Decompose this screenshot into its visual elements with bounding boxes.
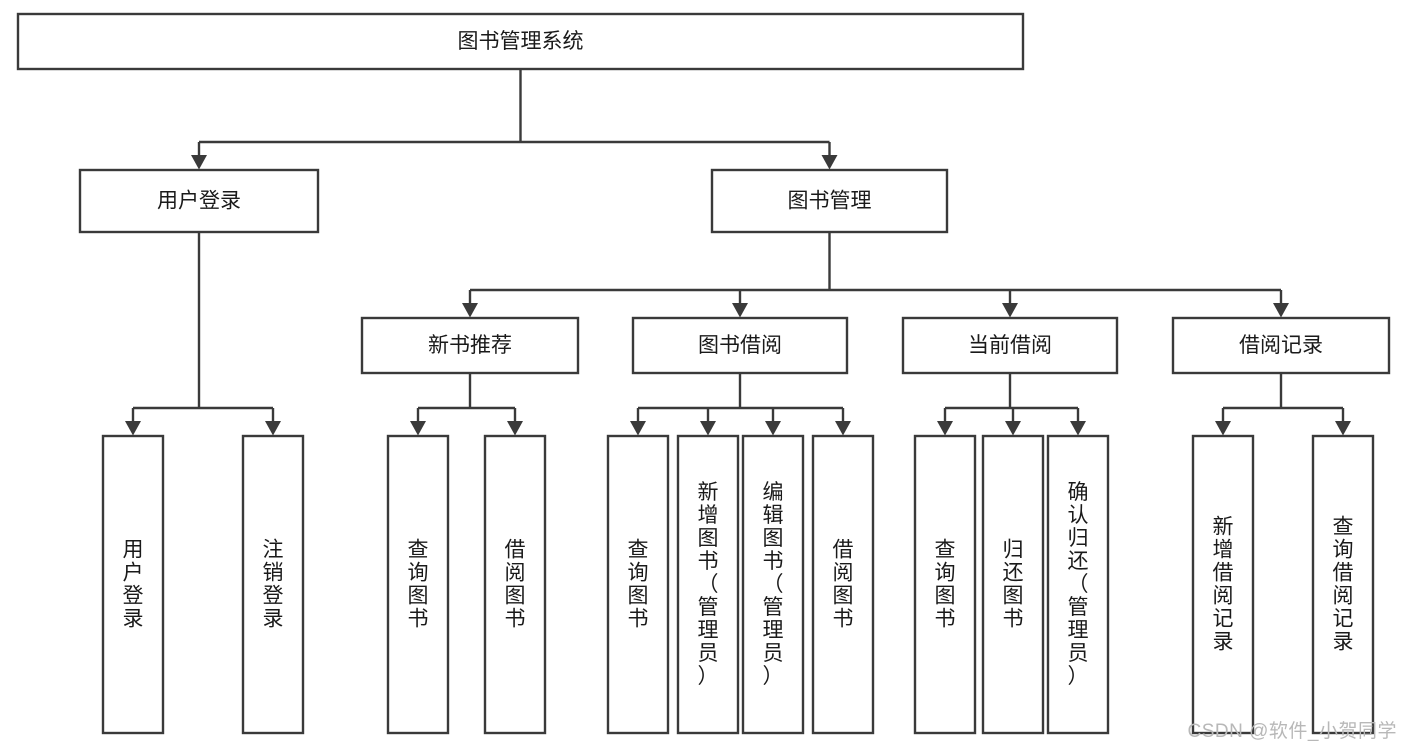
node-leaf-user-login[interactable]: 用户登录: [101, 434, 165, 735]
arrow-head-icon: [410, 421, 426, 436]
nodes-layer: 图书管理系统用户登录图书管理新书推荐图书借阅当前借阅借阅记录用户登录注销登录查询…: [16, 12, 1391, 735]
node-leaf-borrow-book-1[interactable]: 借阅图书: [483, 434, 547, 735]
node-box-leaf-confirm-ret: [1046, 434, 1110, 735]
node-leaf-add-book[interactable]: 新增图书（管理员）: [676, 434, 740, 735]
node-label-leaf-user-login: 用户登录: [123, 538, 144, 630]
node-label-new-book-rec: 新书推荐: [428, 334, 512, 357]
edge-group-book-manage: [462, 232, 1289, 318]
node-box-leaf-borrow-book-1: [483, 434, 547, 735]
arrow-head-icon: [1273, 303, 1289, 318]
node-label-root: 图书管理系统: [458, 30, 584, 53]
arrow-head-icon: [1005, 421, 1021, 436]
node-box-leaf-add-record: [1191, 434, 1255, 735]
node-leaf-query-book-3[interactable]: 查询图书: [913, 434, 977, 735]
node-box-book-borrow: [631, 316, 849, 375]
arrow-head-icon: [835, 421, 851, 436]
node-box-leaf-borrow-book-2: [811, 434, 875, 735]
arrow-head-icon: [507, 421, 523, 436]
node-leaf-borrow-book-2[interactable]: 借阅图书: [811, 434, 875, 735]
node-borrow-record[interactable]: 借阅记录: [1171, 316, 1391, 375]
node-root[interactable]: 图书管理系统: [16, 12, 1025, 71]
node-box-leaf-user-login: [101, 434, 165, 735]
arrow-head-icon: [765, 421, 781, 436]
node-box-root: [16, 12, 1025, 71]
node-leaf-return-book[interactable]: 归还图书: [981, 434, 1045, 735]
edge-group-borrow-record: [1215, 373, 1351, 436]
node-label-book-borrow: 图书借阅: [698, 334, 782, 357]
node-current-borrow[interactable]: 当前借阅: [901, 316, 1119, 375]
node-leaf-query-book-2[interactable]: 查询图书: [606, 434, 670, 735]
node-leaf-query-record[interactable]: 查询借阅记录: [1311, 434, 1375, 735]
node-label-leaf-query-record: 查询借阅记录: [1333, 515, 1354, 653]
watermark-label: CSDN @软件_小贺同学: [1187, 721, 1397, 742]
node-box-book-manage: [710, 168, 949, 234]
arrow-head-icon: [732, 303, 748, 318]
node-box-user-login: [78, 168, 320, 234]
node-label-leaf-borrow-book-2: 借阅图书: [833, 538, 854, 630]
arrow-head-icon: [1335, 421, 1351, 436]
arrow-head-icon: [630, 421, 646, 436]
node-label-leaf-query-book-2: 查询图书: [628, 538, 649, 630]
node-label-leaf-add-record: 新增借阅记录: [1213, 515, 1234, 653]
node-box-current-borrow: [901, 316, 1119, 375]
node-label-leaf-query-book-1: 查询图书: [408, 538, 429, 630]
node-box-leaf-query-book-3: [913, 434, 977, 735]
node-leaf-add-record[interactable]: 新增借阅记录: [1191, 434, 1255, 735]
node-box-leaf-query-book-1: [386, 434, 450, 735]
node-label-leaf-return-book: 归还图书: [1003, 538, 1024, 630]
node-box-leaf-return-book: [981, 434, 1045, 735]
arrow-head-icon: [191, 155, 207, 170]
arrow-head-icon: [265, 421, 281, 436]
arrow-head-icon: [125, 421, 141, 436]
arrow-head-icon: [700, 421, 716, 436]
edge-group-book-borrow: [630, 373, 851, 436]
node-leaf-confirm-ret[interactable]: 确认归还（管理员）: [1046, 434, 1110, 735]
node-leaf-query-book-1[interactable]: 查询图书: [386, 434, 450, 735]
node-label-leaf-edit-book: 编辑图书（管理员）: [763, 481, 784, 688]
arrow-head-icon: [1215, 421, 1231, 436]
node-box-leaf-edit-book: [741, 434, 805, 735]
edge-group-new-book-rec: [410, 373, 523, 436]
edge-group-current-borrow: [937, 373, 1086, 436]
node-user-login[interactable]: 用户登录: [78, 168, 320, 234]
node-label-leaf-confirm-ret: 确认归还（管理员）: [1068, 481, 1089, 688]
node-label-book-manage: 图书管理: [788, 190, 872, 213]
node-book-manage[interactable]: 图书管理: [710, 168, 949, 234]
node-label-leaf-logout: 注销登录: [263, 538, 284, 630]
edges-layer: [125, 69, 1351, 436]
edge-group-user-login: [125, 232, 281, 436]
edge-group-root: [191, 69, 838, 170]
node-leaf-edit-book[interactable]: 编辑图书（管理员）: [741, 434, 805, 735]
node-label-user-login: 用户登录: [157, 190, 241, 213]
node-label-leaf-query-book-3: 查询图书: [935, 538, 956, 630]
arrow-head-icon: [937, 421, 953, 436]
node-box-leaf-add-book: [676, 434, 740, 735]
arrow-head-icon: [1070, 421, 1086, 436]
node-box-leaf-logout: [241, 434, 305, 735]
node-leaf-logout[interactable]: 注销登录: [241, 434, 305, 735]
arrow-head-icon: [821, 155, 838, 170]
node-label-leaf-borrow-book-1: 借阅图书: [505, 538, 526, 630]
node-label-current-borrow: 当前借阅: [968, 334, 1052, 357]
node-new-book-rec[interactable]: 新书推荐: [360, 316, 580, 375]
node-label-leaf-add-book: 新增图书（管理员）: [698, 481, 719, 688]
node-box-borrow-record: [1171, 316, 1391, 375]
node-box-leaf-query-record: [1311, 434, 1375, 735]
node-book-borrow[interactable]: 图书借阅: [631, 316, 849, 375]
node-label-borrow-record: 借阅记录: [1239, 334, 1323, 357]
arrow-head-icon: [462, 303, 478, 318]
node-box-new-book-rec: [360, 316, 580, 375]
arrow-head-icon: [1002, 303, 1018, 318]
node-box-leaf-query-book-2: [606, 434, 670, 735]
